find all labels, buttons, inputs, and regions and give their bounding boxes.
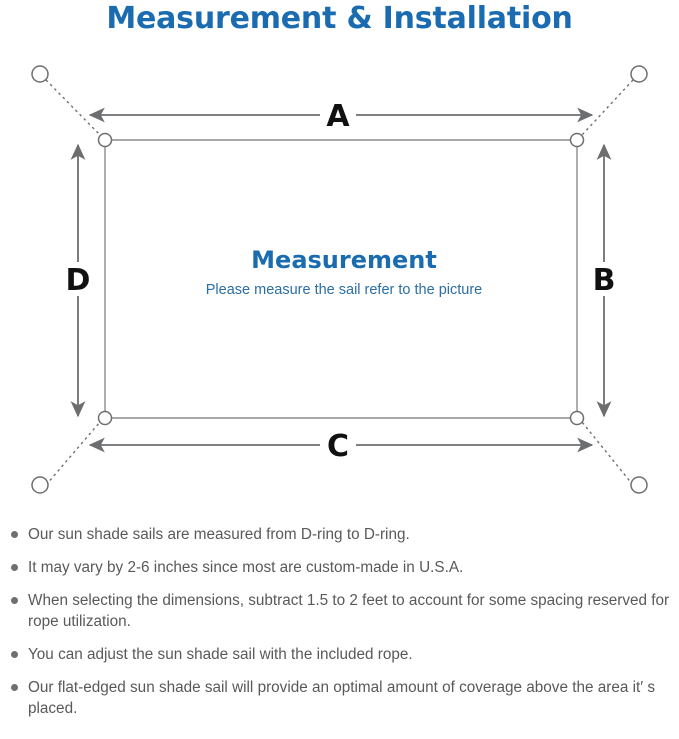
anchor-circle-icon-top-right xyxy=(630,65,648,83)
anchor-points xyxy=(31,65,648,494)
list-item: Our flat-edged sun shade sail will provi… xyxy=(0,677,679,719)
list-item: It may vary by 2-6 inches since most are… xyxy=(0,557,679,578)
list-item-text: You can adjust the sun shade sail with t… xyxy=(28,646,413,663)
dimension-label-a: A xyxy=(326,99,350,134)
bullet-icon xyxy=(11,531,18,538)
measurement-diagram: A C D B Measurement Please measure the s… xyxy=(0,52,679,522)
list-item: Our sun shade sails are measured from D-… xyxy=(0,524,679,545)
diagram-canvas: A C D B Measurement Please measure the s… xyxy=(31,65,648,494)
anchor-circle-icon-top-left xyxy=(31,65,49,83)
d-ring-icon-bottom-left xyxy=(97,410,113,426)
list-item-text: When selecting the dimensions, subtract … xyxy=(28,592,670,630)
dimension-label-d: D xyxy=(66,263,91,298)
d-rings xyxy=(97,132,585,426)
list-item-text: Our sun shade sails are measured from D-… xyxy=(28,526,410,543)
d-ring-icon-top-left xyxy=(97,132,113,148)
bullet-icon xyxy=(11,684,18,691)
dimension-arrow-a: A xyxy=(88,99,594,134)
list-item-text: Our flat-edged sun shade sail will provi… xyxy=(28,679,656,717)
d-ring-icon-bottom-right xyxy=(569,410,585,426)
measurement-subtitle: Please measure the sail refer to the pic… xyxy=(206,282,482,298)
dimension-label-c: C xyxy=(327,429,349,464)
bullet-icon xyxy=(11,564,18,571)
anchor-circle-icon-bottom-left xyxy=(31,476,49,494)
rope-lines xyxy=(45,79,634,486)
list-item: You can adjust the sun shade sail with t… xyxy=(0,644,679,665)
d-ring-icon-top-right xyxy=(569,132,585,148)
rope-bottom-right xyxy=(581,421,634,486)
notes-list: Our sun shade sails are measured from D-… xyxy=(0,524,679,731)
bullet-icon xyxy=(11,597,18,604)
dimension-label-b: B xyxy=(593,263,616,298)
measurement-heading: Measurement xyxy=(251,246,437,274)
sail-rectangle xyxy=(104,139,578,419)
rope-bottom-left xyxy=(45,421,101,486)
list-item-text: It may vary by 2-6 inches since most are… xyxy=(28,559,464,576)
list-item: When selecting the dimensions, subtract … xyxy=(0,590,679,632)
dimension-arrow-c: C xyxy=(88,429,594,464)
dimension-arrow-b: B xyxy=(593,143,616,418)
anchor-circle-icon-bottom-right xyxy=(630,476,648,494)
dimension-arrow-d: D xyxy=(66,143,91,418)
bullet-icon xyxy=(11,651,18,658)
rope-top-left xyxy=(45,79,101,136)
page-title: Measurement & Installation xyxy=(106,1,573,36)
rope-top-right xyxy=(581,79,634,136)
